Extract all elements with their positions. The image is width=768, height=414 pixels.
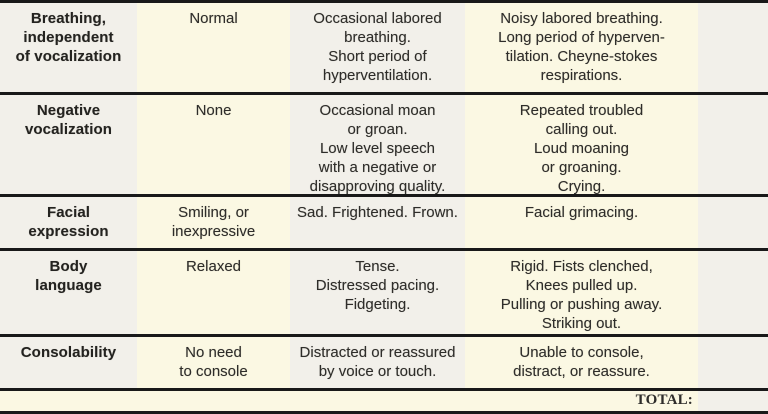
row-negative-vocalization: Negative vocalization None Occasional mo… — [0, 95, 768, 197]
body-language-row-label: Body language — [0, 251, 137, 334]
body-language-score2-cell: Rigid. Fists clenched, Knees pulled up. … — [465, 251, 698, 334]
breathing-score1-cell: Occasional labored breathing. Short peri… — [290, 3, 465, 92]
row-consolability: Consolability No need to console Distrac… — [0, 337, 768, 391]
negative-vocalization-score-entry-cell — [698, 95, 768, 194]
facial-expression-score1-cell: Sad. Frightened. Frown. — [290, 197, 465, 248]
body-language-score1-cell: Tense. Distressed pacing. Fidgeting. — [290, 251, 465, 334]
row-facial-expression: Facial expression Smiling, or inexpressi… — [0, 197, 768, 251]
breathing-score-entry-cell — [698, 3, 768, 92]
negative-vocalization-row-label: Negative vocalization — [0, 95, 137, 194]
facial-expression-row-label: Facial expression — [0, 197, 137, 248]
facial-expression-score0-cell: Smiling, or inexpressive — [137, 197, 290, 248]
consolability-score2-cell: Unable to console, distract, or reassure… — [465, 337, 698, 388]
facial-expression-score2-cell: Facial grimacing. — [465, 197, 698, 248]
breathing-score2-cell: Noisy labored breathing. Long period of … — [465, 3, 698, 92]
breathing-score0-cell: Normal — [137, 3, 290, 92]
consolability-row-label: Consolability — [0, 337, 137, 388]
body-language-score-entry-cell — [698, 251, 768, 334]
consolability-score0-cell: No need to console — [137, 337, 290, 388]
negative-vocalization-score1-cell: Occasional moan or groan. Low level spee… — [290, 95, 465, 194]
breathing-row-label: Breathing, independent of vocalization — [0, 3, 137, 92]
consolability-score-entry-cell — [698, 337, 768, 388]
negative-vocalization-score2-cell: Repeated troubled calling out. Loud moan… — [465, 95, 698, 194]
row-body-language: Body language Relaxed Tense. Distressed … — [0, 251, 768, 337]
negative-vocalization-score0-cell: None — [137, 95, 290, 194]
total-label: TOTAL: — [0, 391, 698, 411]
row-breathing: Breathing, independent of vocalization N… — [0, 3, 768, 95]
consolability-score1-cell: Distracted or reassured by voice or touc… — [290, 337, 465, 388]
body-language-score0-cell: Relaxed — [137, 251, 290, 334]
total-score-entry-cell — [698, 391, 768, 411]
facial-expression-score-entry-cell — [698, 197, 768, 248]
total-row: TOTAL: — [0, 391, 768, 411]
